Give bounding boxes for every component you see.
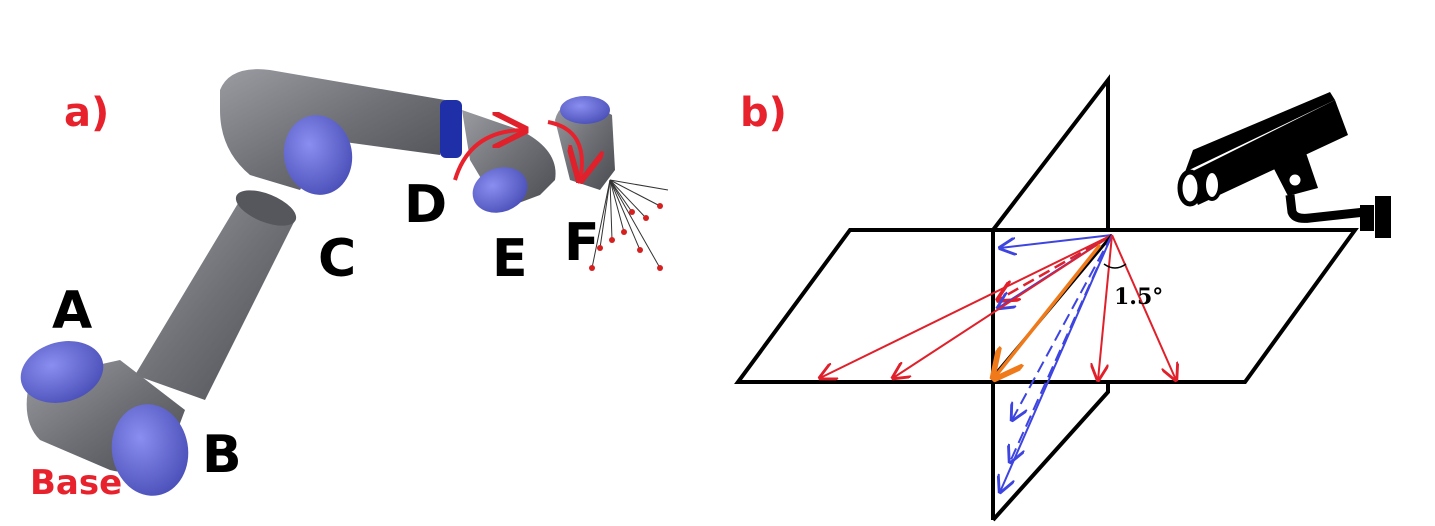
elbow-joint-cap (283, 115, 353, 195)
base-joint-cap (20, 341, 104, 403)
angle-arc (1103, 263, 1127, 269)
robot-arm (20, 69, 669, 496)
joint-label-c: C (318, 229, 356, 289)
base-label: Base (30, 463, 122, 503)
rotation-arrow-f (547, 120, 582, 180)
ray-red-2 (893, 234, 1113, 378)
panel-b-label: b) (740, 90, 787, 136)
shoulder-joint-cap (111, 404, 189, 496)
vertical-plane-bottom (991, 382, 1110, 522)
wrist-band (440, 100, 462, 158)
wrist-joint-cap (472, 167, 528, 213)
joint-label-d: D (404, 175, 447, 235)
ray-blue-1 (1000, 234, 1113, 248)
ray-red-4 (1111, 234, 1176, 380)
rotation-arrow-d (453, 130, 525, 181)
joint-label-f: F (564, 213, 600, 273)
ray-fan (820, 233, 1176, 492)
ray-red-dashed (998, 233, 1113, 300)
ray-red-1 (820, 234, 1113, 378)
horizontal-plane (734, 228, 1359, 384)
ray-blue-3 (1000, 234, 1113, 492)
tool-rays (589, 179, 669, 271)
tool-joint-cap (560, 96, 610, 124)
panel-a-label: a) (64, 90, 109, 136)
joint-label-e: E (492, 229, 528, 289)
vertical-plane-top (991, 74, 1110, 232)
security-camera-icon (1177, 92, 1391, 238)
panel-b: b) 1.5° (734, 74, 1391, 522)
lower-arm-tube (135, 200, 295, 400)
panel-a: a) (20, 69, 669, 503)
lower-arm-ring (235, 190, 297, 226)
joint-label-a: A (52, 281, 92, 341)
ray-orange (994, 243, 1102, 378)
angle-label: 1.5° (1114, 284, 1163, 310)
ray-red-3 (1098, 234, 1113, 380)
joint-label-b: B (202, 425, 242, 485)
